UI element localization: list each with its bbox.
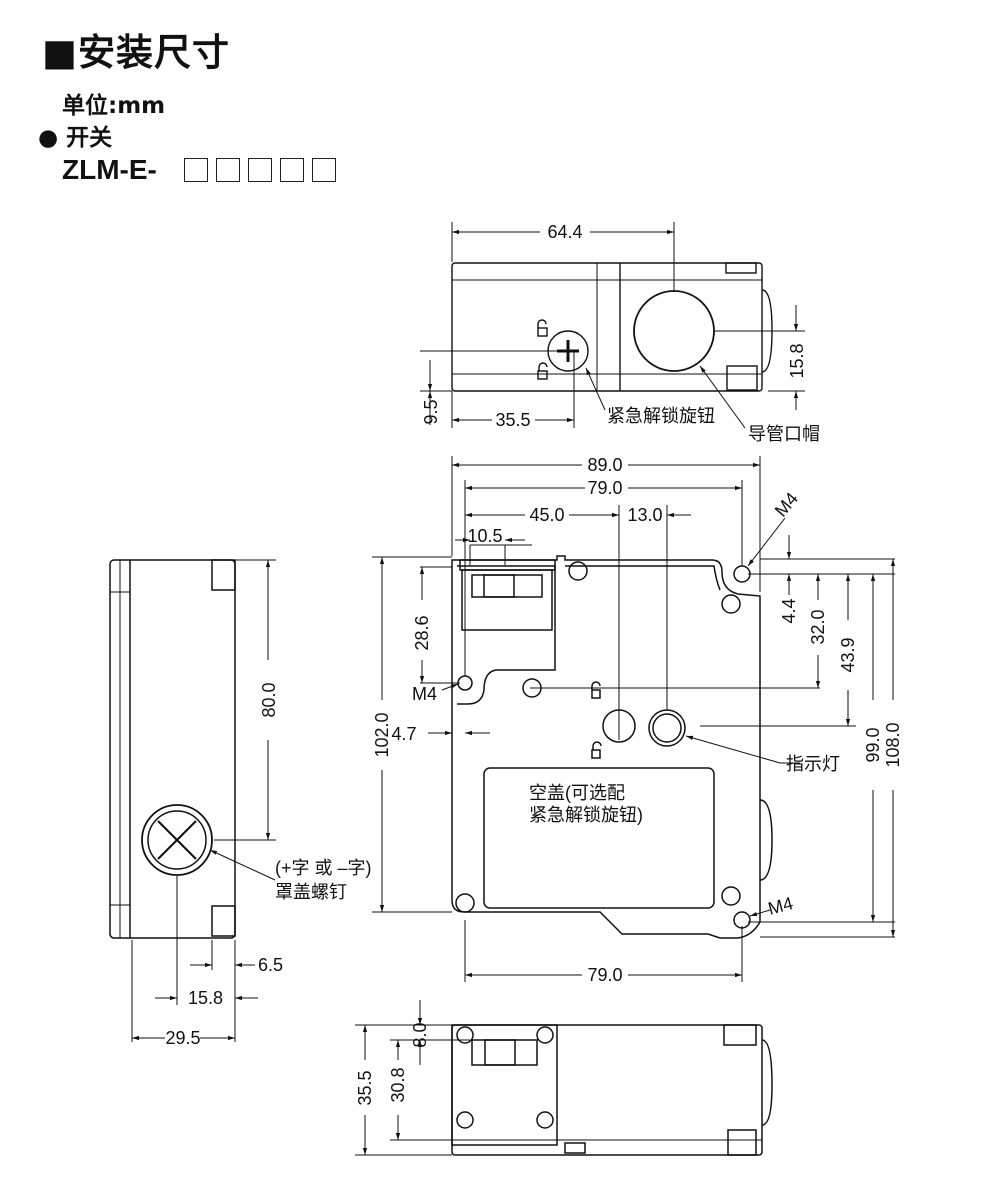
dim-bottom-8: 8.0 [410, 1022, 430, 1047]
dim-side-80: 80.0 [259, 682, 279, 717]
dim-top-h1: 15.8 [787, 343, 807, 378]
label-cover-line2: 紧急解锁旋钮) [529, 805, 643, 825]
label-screw-line1: (+字 或 –字) [275, 858, 372, 878]
front-view [451, 555, 773, 939]
dimension-drawing: 64.4 15.8 9.5 35.5 紧急解锁旋钮 导管口帽 [109, 222, 903, 1156]
side-view-dimensions [131, 559, 276, 1042]
dim-side-6-5: 6.5 [258, 955, 283, 975]
dim-bottom-30-8: 30.8 [388, 1067, 408, 1102]
code-box [312, 158, 336, 182]
header: ■安装尺寸 单位:mm ● 开关 ZLM-E- [0, 0, 1000, 200]
label-screw-line2: 罩盖螺钉 [275, 882, 347, 902]
model-code-boxes [184, 158, 336, 184]
model-code: ZLM-E- [62, 154, 157, 185]
front-view-dimensions [372, 456, 896, 982]
label-m4-top: M4 [771, 489, 802, 521]
dim-13: 13.0 [627, 505, 662, 525]
code-box [216, 158, 240, 182]
dim-79-bottom: 79.0 [587, 965, 622, 985]
dim-102: 102.0 [372, 712, 392, 757]
label-cover-line1: 空盖(可选配 [529, 783, 625, 803]
dim-108: 108.0 [883, 722, 903, 767]
code-box [280, 158, 304, 182]
dim-4-4: 4.4 [779, 598, 799, 623]
dim-top-h2: 9.5 [421, 399, 441, 424]
dim-side-15-8: 15.8 [188, 988, 223, 1008]
label-m4-bottom: M4 [766, 893, 795, 919]
code-box [248, 158, 272, 182]
code-box [184, 158, 208, 182]
side-view [109, 559, 236, 939]
unit-label: 单位:mm [62, 93, 166, 119]
dim-top-width: 64.4 [547, 222, 582, 242]
dim-10-5: 10.5 [467, 526, 502, 546]
top-view-dimensions [420, 222, 805, 429]
dim-45: 45.0 [529, 505, 564, 525]
label-emergency-knob: 紧急解锁旋钮 [607, 406, 715, 426]
dim-4-7: 4.7 [391, 724, 416, 744]
dim-43-9: 43.9 [838, 637, 858, 672]
dim-top-x: 35.5 [495, 410, 530, 430]
dim-89: 89.0 [587, 455, 622, 475]
label-m4-left: M4 [412, 684, 437, 704]
label-conduit-cap: 导管口帽 [748, 424, 820, 444]
bottom-view [451, 1024, 773, 1156]
top-view [451, 262, 773, 392]
dim-79: 79.0 [587, 478, 622, 498]
bottom-view-dimensions [355, 1000, 470, 1156]
page-title: ■安装尺寸 [42, 31, 230, 74]
dim-side-29-5: 29.5 [165, 1028, 200, 1048]
dim-28-6: 28.6 [412, 615, 432, 650]
section-heading: ● 开关 [38, 125, 113, 151]
label-indicator: 指示灯 [786, 754, 840, 774]
dim-99: 99.0 [863, 727, 883, 762]
dim-32: 32.0 [808, 609, 828, 644]
dim-bottom-35-5: 35.5 [355, 1070, 375, 1105]
